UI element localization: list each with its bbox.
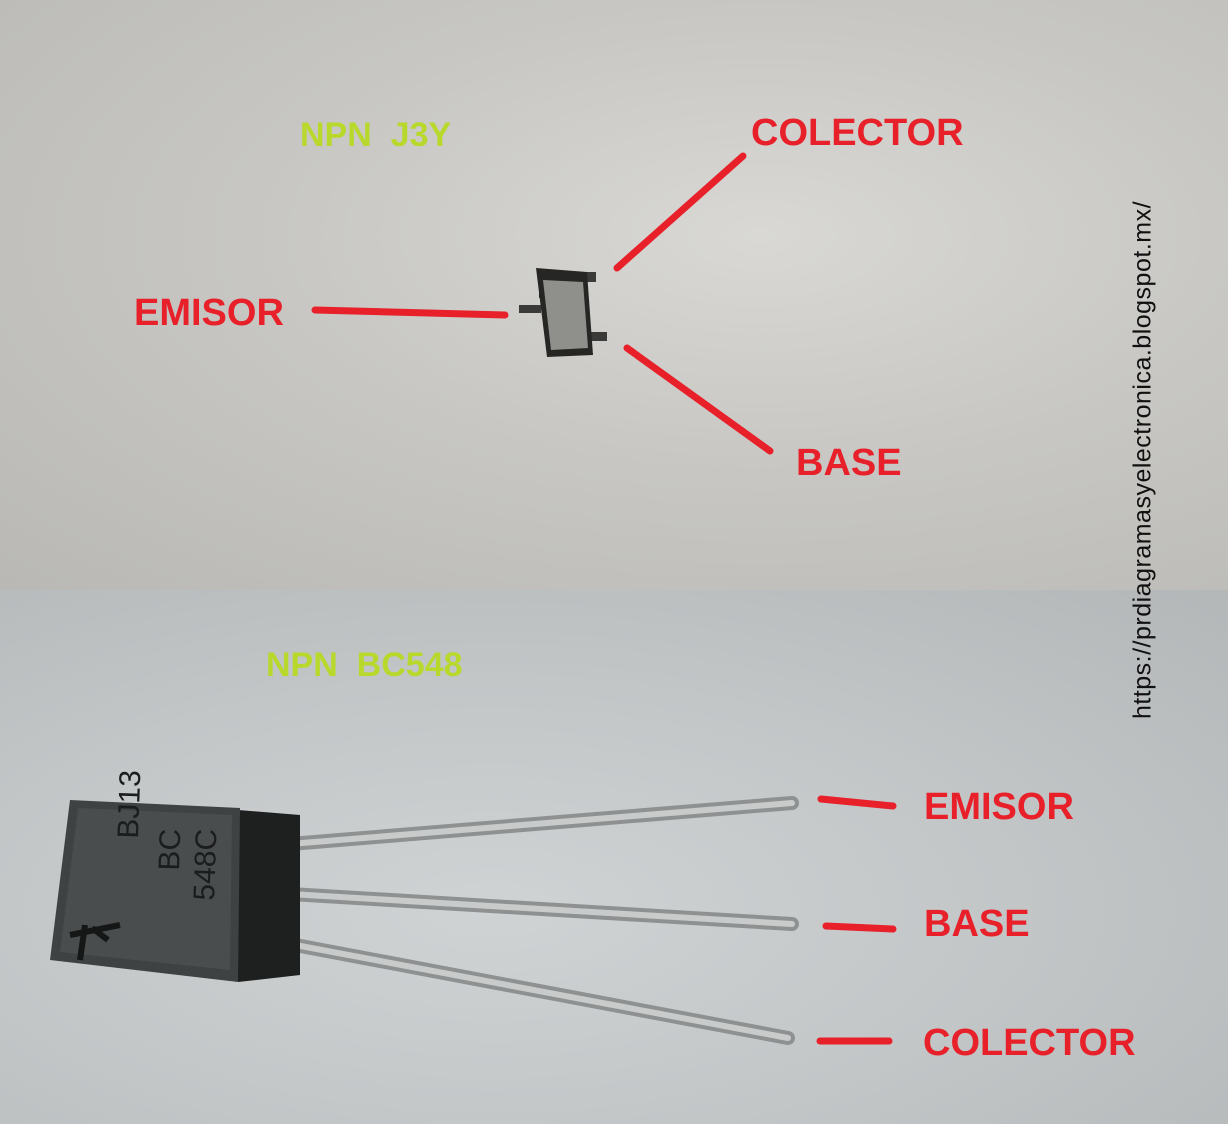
fairchild-logo-icon — [69, 922, 121, 961]
top-leader-lines — [311, 152, 774, 455]
bottom-colector-label: COLECTOR — [923, 1022, 1136, 1064]
smd-transistor-j3y — [519, 268, 607, 357]
bc548-marking-line3: 548C — [188, 828, 224, 902]
top-colector-label: COLECTOR — [751, 112, 964, 154]
bc548-transistor-body — [50, 800, 300, 982]
bc548-marking-line2: BC — [153, 828, 188, 872]
top-base-label: BASE — [796, 442, 902, 484]
bottom-emisor-label: EMISOR — [924, 786, 1074, 828]
top-emisor-label: EMISOR — [134, 292, 284, 334]
top-photo-panel — [0, 0, 1228, 590]
bc548-leads — [283, 796, 799, 1045]
bottom-base-label: BASE — [924, 903, 1030, 945]
blog-url-watermark: https://prdiagramasyelectronica.blogspot… — [1128, 200, 1157, 720]
top-title: NPN J3Y — [300, 116, 452, 154]
bottom-title: NPN BC548 — [266, 646, 463, 684]
bottom-leader-lines — [816, 795, 897, 1045]
bc548-marking-line1: BJ13 — [112, 769, 148, 840]
